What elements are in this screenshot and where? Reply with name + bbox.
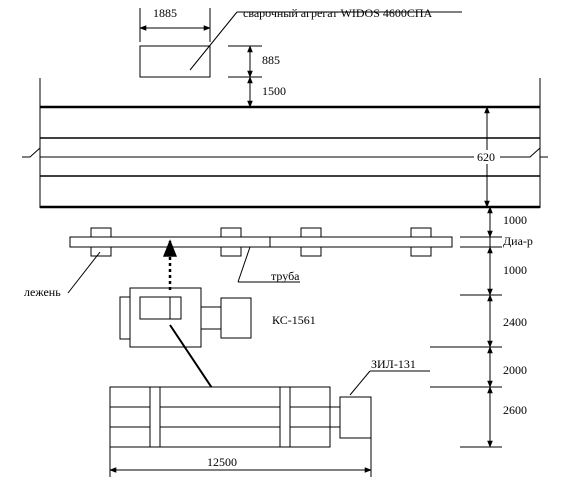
dim-skid-offset-value: 1000	[503, 213, 527, 227]
dim-welder-depth-value: 885	[262, 53, 280, 67]
road-break-line	[22, 146, 548, 158]
crane-label: КС-1561	[272, 313, 316, 327]
crane-cab-connector	[200, 306, 222, 330]
dim-truck-length-value: 12500	[207, 455, 237, 469]
crane: КС-1561	[119, 239, 316, 414]
dim-pipe-diameter-label: Диа-р	[503, 234, 533, 248]
road	[22, 78, 548, 209]
skid	[410, 227, 432, 257]
pipe	[69, 236, 453, 248]
crane-boom-base	[169, 296, 182, 320]
dim-road-width: 620	[474, 106, 500, 208]
dim-welder-width: 1885	[139, 6, 211, 42]
truck-cab	[339, 396, 372, 439]
welding-unit: сварочный агрегат WIDOS 4600СПА	[139, 6, 462, 78]
dim-welder-width-value: 1885	[153, 6, 177, 20]
truck-stake	[279, 386, 291, 448]
welding-unit-label: сварочный агрегат WIDOS 4600СПА	[243, 6, 433, 20]
dim-road-width-value: 620	[477, 150, 495, 164]
pipe-label: труба	[271, 269, 300, 283]
dim-truck-length: 12500	[109, 438, 372, 477]
dim-welder-depth: 885	[228, 45, 280, 78]
dim-gap-top-value: 1500	[262, 84, 286, 98]
dim-truck-width-value: 2600	[503, 403, 527, 417]
skid	[90, 227, 112, 257]
truck-stake	[149, 386, 161, 448]
dim-gap-top: 1500	[247, 76, 286, 108]
pipe-assembly: лежень труба	[24, 227, 453, 299]
dim-pipe-to-crane-value: 1000	[503, 263, 527, 277]
welding-unit-block	[139, 45, 211, 78]
truck-cab-connector	[329, 406, 341, 428]
skid	[300, 227, 322, 257]
skid-label: лежень	[24, 285, 61, 299]
welding-unit-leader	[189, 11, 238, 71]
truck-label: ЗИЛ-131	[371, 357, 416, 371]
truck: ЗИЛ-131	[109, 357, 430, 448]
crane-cab	[220, 297, 252, 339]
crane-outrigger	[119, 296, 131, 340]
truck-bed	[109, 386, 331, 448]
dim-chain-right: 1000 Диа-р 1000 2400 2000 2600	[430, 206, 533, 448]
skid	[220, 227, 242, 257]
dim-crane-zone-value: 2400	[503, 315, 527, 329]
dim-gap-value: 2000	[503, 363, 527, 377]
